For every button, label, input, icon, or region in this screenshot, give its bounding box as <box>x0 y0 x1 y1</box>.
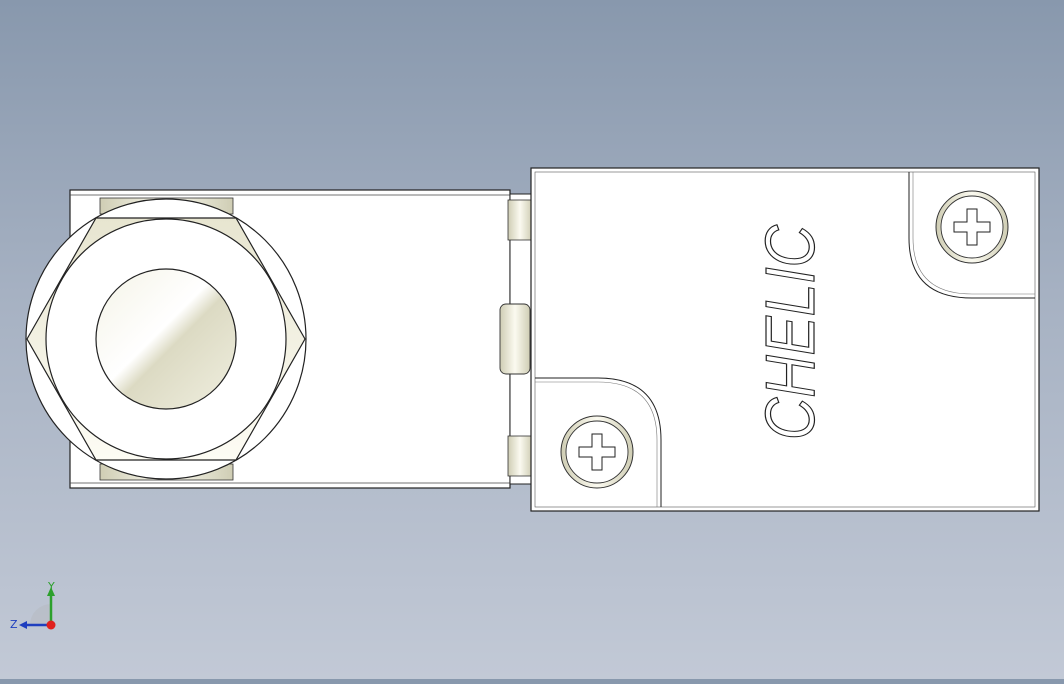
y-axis-label: Y <box>47 580 55 593</box>
brand-logo-text: CHELIC <box>751 225 829 440</box>
z-axis-label: Z <box>10 618 18 631</box>
triad-plane-icon <box>30 604 51 625</box>
view-orientation-triad[interactable]: Y Z <box>8 578 64 634</box>
phillips-screw-icon[interactable] <box>560 415 634 489</box>
origin-icon <box>46 620 56 630</box>
port-fitting[interactable] <box>25 198 307 480</box>
port-bore[interactable] <box>95 268 237 410</box>
coil-stem[interactable] <box>499 193 533 485</box>
phillips-screw-icon[interactable] <box>935 190 1009 264</box>
